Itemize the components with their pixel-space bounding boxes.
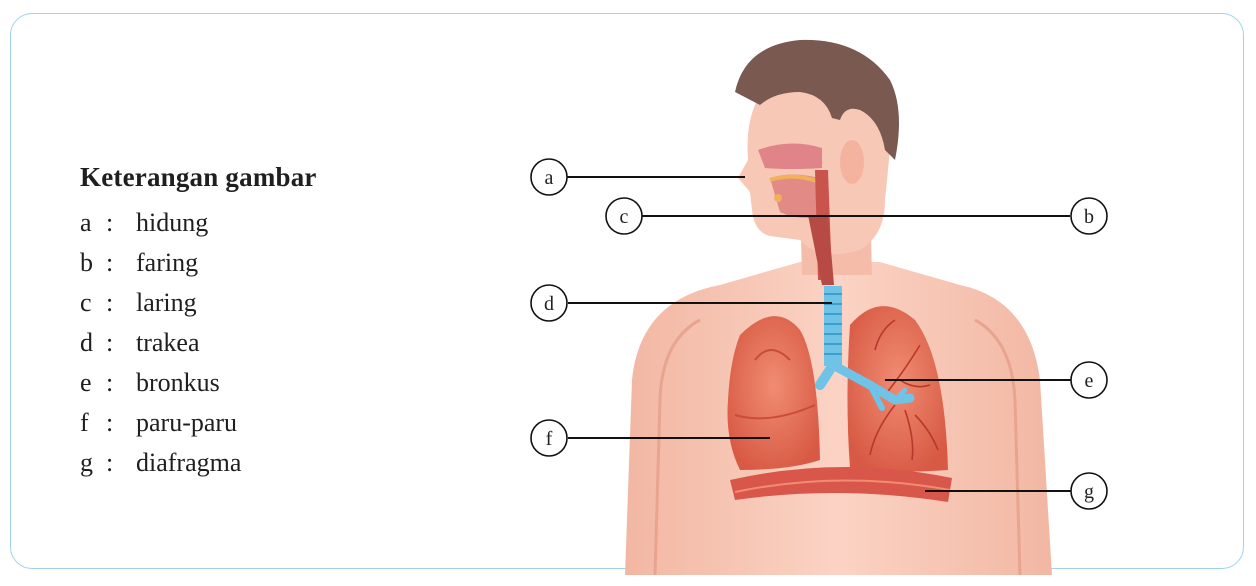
label-a: a	[545, 167, 554, 189]
legend-item-g: g: diafragma	[80, 443, 317, 483]
legend-value: faring	[136, 248, 199, 277]
head	[735, 39, 899, 255]
legend-key: e	[80, 368, 92, 397]
legend-key: a	[80, 208, 92, 237]
ear	[840, 140, 864, 184]
legend-item-d: d: trakea	[80, 323, 317, 363]
legend-key: g	[80, 448, 93, 477]
bronchi	[815, 360, 915, 411]
legend-separator: :	[106, 408, 114, 437]
diaphragm	[730, 466, 952, 502]
label-g: g	[1084, 481, 1094, 503]
legend-separator: :	[106, 208, 114, 237]
legend-key: f	[80, 408, 89, 437]
hair	[735, 39, 899, 161]
legend-item-b: b: faring	[80, 243, 317, 283]
legend-separator: :	[106, 448, 114, 477]
legend-separator: :	[106, 248, 114, 277]
label-circle-e	[1070, 361, 1108, 399]
label-circle-f	[530, 419, 568, 457]
legend-value: diafragma	[136, 448, 242, 477]
legend-title: Keterangan gambar	[80, 162, 317, 192]
label-e: e	[1085, 370, 1094, 392]
legend-value: paru-paru	[136, 408, 238, 437]
legend-item-f: f: paru-paru	[80, 403, 317, 443]
label-d: d	[544, 293, 554, 315]
lungs	[727, 306, 948, 472]
legend-item-c: c: laring	[80, 283, 317, 323]
label-circle-a	[530, 158, 568, 196]
legend-key: d	[80, 328, 93, 357]
legend-key: b	[80, 248, 93, 277]
legend-separator: :	[106, 368, 114, 397]
label-circle-b	[1070, 197, 1108, 235]
legend-separator: :	[106, 288, 114, 317]
label-circle-d	[530, 284, 568, 322]
label-circle-g	[1070, 472, 1108, 510]
label-f: f	[546, 428, 553, 450]
trachea	[824, 286, 842, 366]
legend-item-e: e: bronkus	[80, 363, 317, 403]
legend-separator: :	[106, 328, 114, 357]
legend-value: bronkus	[136, 368, 220, 397]
body-silhouette	[625, 200, 1052, 576]
legend-value: hidung	[136, 208, 209, 237]
legend-item-a: a: hidung	[80, 203, 317, 243]
label-circle-c	[605, 197, 643, 235]
legend-value: trakea	[136, 328, 200, 357]
legend-value: laring	[136, 288, 197, 317]
larynx	[808, 215, 834, 285]
label-c: c	[620, 206, 629, 228]
label-b: b	[1084, 206, 1094, 228]
legend: Keterangan gambar a: hidung b: faring c: la…	[80, 162, 317, 483]
legend-key: c	[80, 288, 92, 317]
